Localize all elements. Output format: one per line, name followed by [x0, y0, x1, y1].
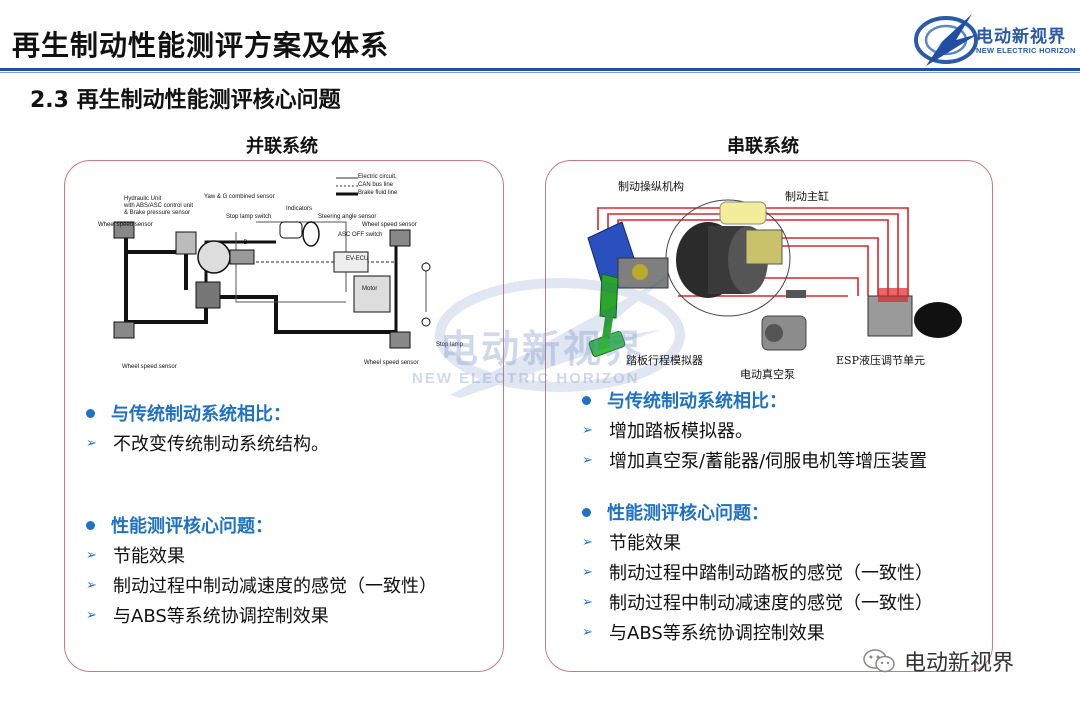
bullet-item: ➢增加真空泵/蓄能器/伺服电机等增压装置	[582, 451, 928, 472]
bullet-heading: 性能测评核心问题：	[84, 510, 437, 540]
label-wheel-speed-tl: Wheel speed sensor	[98, 222, 153, 228]
legend-brake: Brake fluid line	[358, 190, 398, 196]
label-motor: Motor	[362, 286, 378, 292]
label-ev-ecu: EV-ECU	[346, 256, 369, 262]
label-hydraulic-unit-2: with ABS/ASC control unit	[124, 203, 194, 209]
label-asc-off: ASC OFF switch	[338, 232, 383, 238]
label-plus-b: +B	[240, 240, 248, 246]
footer-brand: 电动新视界	[862, 645, 1014, 677]
left-panel-heading: 并联系统	[246, 136, 318, 157]
arrow-right-icon: ➢	[582, 624, 593, 640]
arrow-right-icon: ➢	[86, 577, 97, 593]
bullet-item: ➢制动过程中制动减速度的感觉（一致性）	[582, 593, 933, 614]
bullet-item: ➢不改变传统制动系统结构。	[86, 434, 329, 455]
bullet-item: ➢节能效果	[86, 546, 185, 567]
arrow-right-icon: ➢	[86, 607, 97, 623]
bullet-item: ➢制动过程中踏制动踏板的感觉（一致性）	[582, 563, 933, 584]
arrow-right-icon: ➢	[582, 452, 593, 468]
label-esp-unit: ESP液压调节单元	[836, 354, 925, 367]
bullet-item: ➢增加踏板模拟器。	[582, 421, 753, 442]
logo-text-cn: 电动新视界	[976, 27, 1066, 47]
right-bullets-2: 性能测评核心问题： ➢节能效果 ➢制动过程中踏制动踏板的感觉（一致性） ➢制动过…	[580, 497, 933, 647]
bullet-item: ➢制动过程中制动减速度的感觉（一致性）	[86, 576, 437, 597]
arrow-right-icon: ➢	[86, 547, 97, 563]
arrow-right-icon: ➢	[86, 435, 97, 451]
label-stop-lamp-switch: Stop lamp switch	[226, 214, 272, 220]
label-hydraulic-unit-3: & Brake pressure sensor	[124, 210, 191, 216]
left-bullets-2: 性能测评核心问题： ➢节能效果 ➢制动过程中制动减速度的感觉（一致性） ➢与AB…	[84, 510, 437, 630]
label-yaw-sensor: Yaw & G combined sensor	[204, 194, 275, 200]
arrow-right-icon: ➢	[582, 564, 593, 580]
bullet-heading: 与传统制动系统相比：	[84, 398, 329, 428]
bullet-dot-icon	[86, 520, 95, 530]
right-bullets: 与传统制动系统相比： ➢增加踏板模拟器。 ➢增加真空泵/蓄能器/伺服电机等增压装…	[580, 385, 927, 475]
watermark-logo-icon	[435, 275, 685, 398]
parallel-system-diagram	[113, 177, 431, 349]
watermark-text-en: NEW ELECTRIC HORIZON	[412, 370, 640, 387]
label-steering-sensor: Steering angle sensor	[318, 214, 377, 220]
label-indicators: Indicators	[286, 206, 313, 212]
legend-electric: Electric circuit,	[358, 174, 397, 180]
logo-text-en: NEW ELECTRIC HORIZON	[976, 46, 1076, 55]
page-title: 再生制动性能测评方案及体系	[12, 29, 390, 62]
bullet-item: ➢与ABS等系统协调控制效果	[86, 606, 329, 627]
label-wheel-speed-tr: Wheel speed sensor	[362, 222, 417, 228]
bullet-item: ➢节能效果	[582, 533, 681, 554]
parallel-system-panel	[64, 160, 504, 672]
arrow-right-icon: ➢	[582, 422, 593, 438]
wechat-icon	[863, 649, 895, 673]
left-bullets: 与传统制动系统相比： ➢不改变传统制动系统结构。	[84, 398, 329, 458]
section-subtitle: 2.3 再生制动性能测评核心问题	[30, 88, 341, 113]
legend-can: CAN bus line	[358, 182, 394, 188]
bullet-dot-icon	[86, 408, 95, 418]
bullet-item: ➢与ABS等系统协调控制效果	[582, 623, 825, 644]
right-panel-heading: 串联系统	[727, 136, 799, 157]
bullet-dot-icon	[582, 395, 591, 405]
label-hydraulic-unit: Hydraulic Unit	[124, 196, 162, 202]
label-wheel-speed-br: Wheel speed sensor	[364, 360, 419, 366]
title-divider	[0, 68, 1080, 71]
series-system-diagram	[587, 199, 962, 357]
bullet-heading: 与传统制动系统相比：	[580, 385, 927, 415]
bullet-heading: 性能测评核心问题：	[580, 497, 933, 527]
label-wheel-speed-bl: Wheel speed sensor	[122, 364, 177, 370]
brand-logo-icon	[914, 14, 978, 66]
arrow-right-icon: ➢	[582, 534, 593, 550]
title-divider-thin	[0, 72, 1080, 73]
label-master-cylinder: 制动主缸	[785, 190, 829, 203]
bullet-dot-icon	[582, 507, 591, 517]
label-vacuum-pump: 电动真空泵	[740, 368, 795, 381]
label-pedal-simulator: 踏板行程模拟器	[626, 354, 703, 367]
watermark-text-cn: 电动新视界	[440, 327, 646, 371]
label-control-mechanism: 制动操纵机构	[618, 180, 684, 193]
arrow-right-icon: ➢	[582, 594, 593, 610]
footer-brand-text: 电动新视界	[904, 651, 1015, 676]
label-stop-lamp: Stop lamp	[436, 342, 464, 348]
